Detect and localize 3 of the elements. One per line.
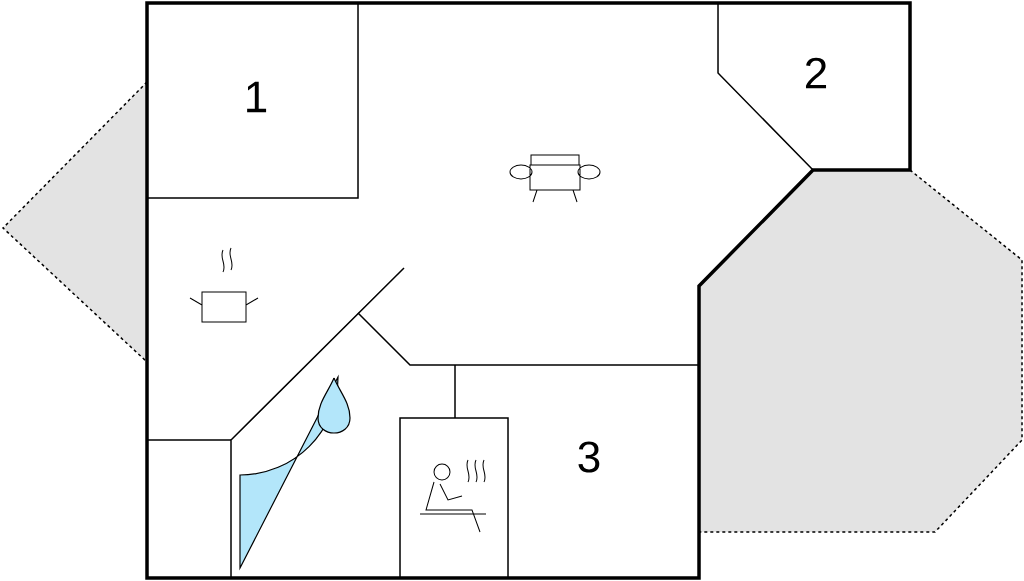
- room-number: 1: [247, 81, 267, 113]
- room-number: 3: [578, 441, 600, 473]
- room-number: 2: [806, 57, 827, 89]
